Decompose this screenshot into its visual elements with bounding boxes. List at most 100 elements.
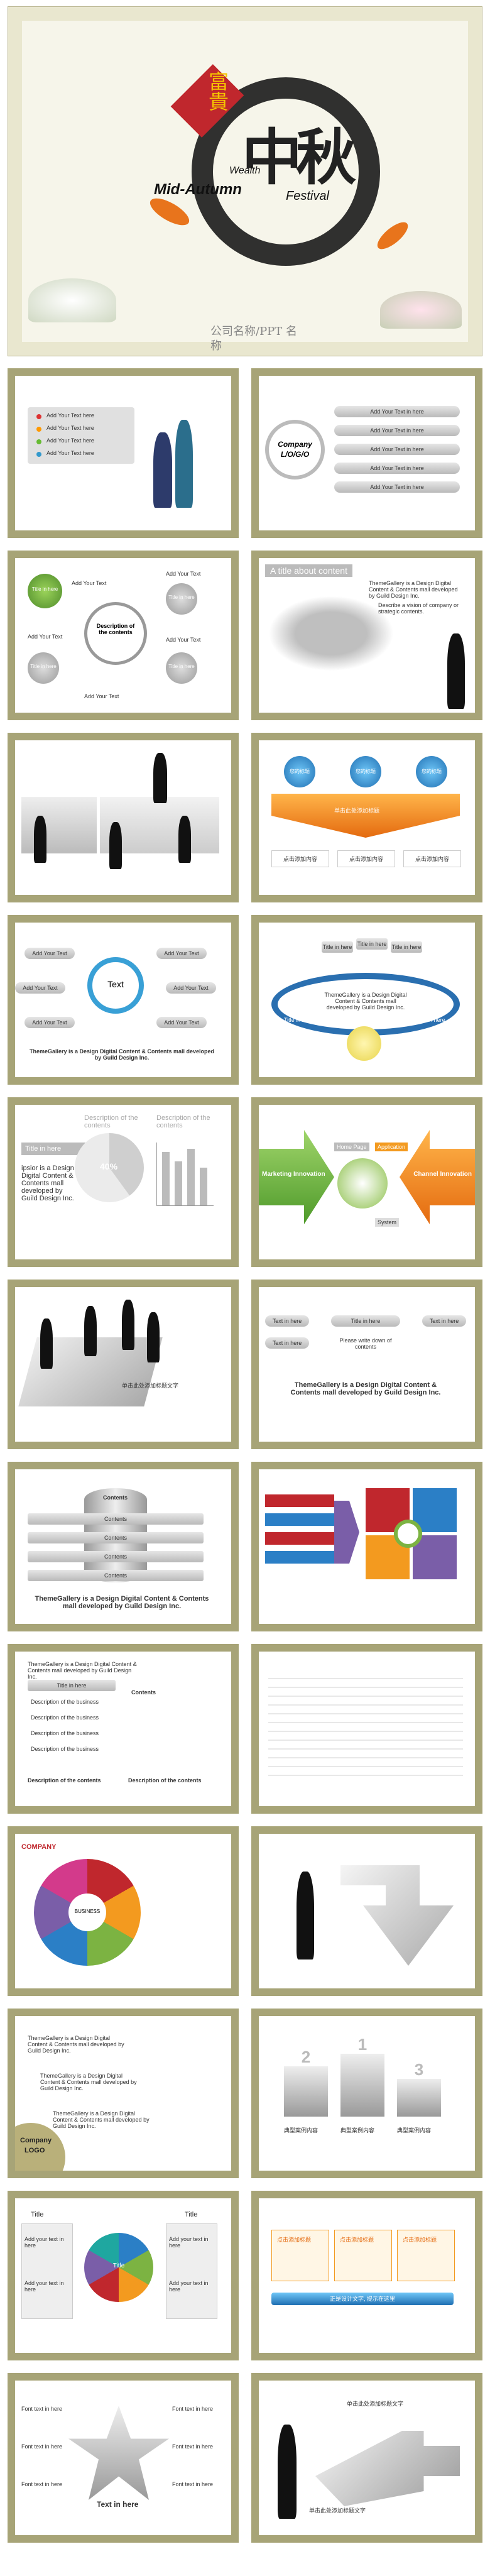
center-hub [337, 1158, 388, 1209]
item-text: ThemeGallery is a Design Digital Content… [28, 2035, 124, 2054]
podium-3: 3 [397, 2060, 441, 2117]
text-pill: Add Your Text [156, 948, 207, 959]
label: Add Your Text [166, 571, 201, 577]
item: Font text in here [172, 2481, 214, 2487]
desc-text: Describe a vision of company or strategi… [378, 602, 459, 615]
company-logo-circle: Company L/O/G/O [265, 420, 325, 480]
blue-circle: 您的标题 [416, 756, 447, 787]
center-text: Text [107, 979, 124, 989]
center-hub: BUSINESS [68, 1894, 106, 1931]
text-pill: Add Your Text [24, 948, 75, 959]
slide-4: A title about content ThemeGallery is a … [251, 551, 482, 720]
slide-8: Title in here Title in here Title in her… [251, 915, 482, 1085]
right-panel [166, 2223, 217, 2319]
goldfish-left [146, 193, 193, 231]
subtitle-wealth: Wealth [229, 165, 261, 176]
slide-10: Marketing Innovation Channel Innovation … [251, 1097, 482, 1267]
left-label: Title in here [284, 1017, 313, 1023]
subtitle-mid-autumn: Mid-Autumn [154, 181, 242, 198]
center-text: Description of the contents [96, 623, 135, 635]
percent-label: 40% [100, 1161, 118, 1171]
company-text: Company [278, 440, 312, 449]
slide-19: ThemeGallery is a Design Digital Content… [8, 2009, 239, 2178]
text-pill: Add Your Text [15, 982, 65, 994]
node-gray: Title in here [166, 652, 197, 684]
header: Contents [103, 1494, 128, 1501]
text-panel: Add Your Text here Add Your Text here Ad… [28, 407, 134, 464]
label: Add Your Text [166, 637, 201, 643]
person-figure [175, 420, 193, 508]
text-pill: Add Your Text [166, 982, 216, 994]
title-box: Title in here [391, 941, 422, 953]
slide-23: Text in here Font text in here Font text… [8, 2373, 239, 2543]
bullet-red [36, 414, 41, 419]
footer-text: ThemeGallery is a Design Digital Content… [29, 1048, 215, 1061]
red-strip [265, 1532, 334, 1545]
person-figure [40, 1318, 53, 1369]
red-strip [265, 1494, 334, 1507]
company-label: COMPANY [21, 1843, 57, 1851]
app-label: Application [375, 1143, 408, 1151]
podium-1: 1 [340, 2035, 384, 2117]
row: Contents [28, 1513, 204, 1525]
left-arrow-text: Marketing Innovation [262, 1171, 325, 1178]
item-text: ThemeGallery is a Design Digital Content… [53, 2110, 150, 2129]
text-pill: Add Your Text in here [334, 406, 460, 417]
text: 单击此处添加标题文字 [309, 2507, 366, 2514]
text-pill: Text in here [265, 1315, 309, 1327]
footer-text: 正是设计文字, 提示在这里 [329, 2296, 395, 2302]
purple-arrow [334, 1501, 359, 1564]
node-text: Title in here [30, 664, 57, 669]
person-figure [297, 1872, 314, 1959]
desc: Description of the contents [84, 1114, 138, 1129]
lotus-right [380, 291, 462, 329]
text-pill: Add Your Text [156, 1017, 207, 1028]
slide-12: Text in here Text in here Title in here … [251, 1280, 482, 1449]
item: Font text in here [172, 2406, 214, 2412]
footer-text: ThemeGallery is a Design Digital Content… [290, 1381, 441, 1396]
bullet-orange [36, 427, 41, 432]
goldfish-right [373, 217, 412, 254]
card-title: 点击添加标题 [403, 2237, 437, 2243]
slide-16 [251, 1644, 482, 1814]
bullet: Description of the business [31, 1730, 99, 1736]
center-ring [394, 1520, 422, 1548]
title-pill: Title in here [331, 1315, 400, 1327]
label: 典型案例内容 [340, 2127, 375, 2134]
label: 典型案例内容 [397, 2127, 432, 2134]
person-figure [178, 816, 191, 863]
arrow-shape [315, 2431, 460, 2506]
slide-9: Title in here ipsior is a Design Digital… [8, 1097, 239, 1267]
center-text: Please write down of contents [339, 1337, 392, 1350]
slide-title: A title about content [265, 564, 352, 577]
slide-3: Description of the contents Title in her… [8, 551, 239, 720]
person-figure [278, 2425, 297, 2519]
world-map [268, 596, 394, 671]
star-shape [68, 2406, 169, 2500]
text: Add your text in here [169, 2280, 209, 2293]
item: Font text in here [21, 2481, 63, 2487]
side-text: ipsior is a Design Digital Content & Con… [21, 1165, 74, 1202]
person-figure [147, 1312, 160, 1362]
center-text: ThemeGallery is a Design Digital Content… [324, 992, 407, 1011]
item-2: Add Your Text here [46, 425, 94, 431]
purple-block [413, 1535, 457, 1579]
card: 点击添加内容 [403, 850, 461, 867]
slide-11: 单击此处添加标题文字 [8, 1280, 239, 1449]
slide-18 [251, 1826, 482, 1996]
label: Add Your Text [84, 693, 119, 699]
node-text: Title in here [31, 586, 58, 592]
center-circle: Description of the contents [84, 602, 147, 665]
circle-label: 您的标题 [356, 769, 376, 774]
card-3: 点击添加标题 [397, 2230, 455, 2281]
title-box: Title in here [21, 1143, 85, 1155]
cover-inner: 富貴 中秋 Wealth Mid-Autumn Festival 公司名称/PP… [22, 21, 468, 353]
person-figure [122, 1300, 134, 1350]
company-name-2: 称 [210, 339, 222, 353]
item-text: ThemeGallery is a Design Digital Content… [40, 2073, 137, 2091]
node-green: Title in here [28, 574, 62, 608]
yellow-circle [347, 1026, 381, 1061]
node-gray: Title in here [166, 583, 197, 615]
person-figure [34, 816, 46, 863]
intro-text: ThemeGallery is a Design Digital Content… [28, 1661, 137, 1680]
